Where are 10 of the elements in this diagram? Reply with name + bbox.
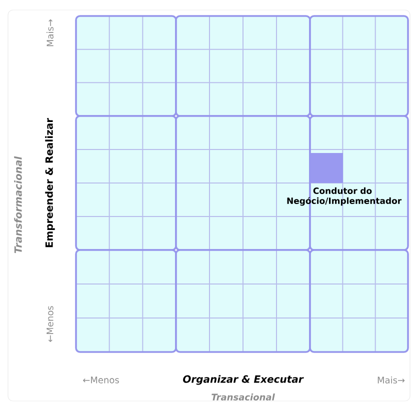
marker-square	[310, 153, 343, 183]
axis-end-label: ←Menos	[83, 376, 119, 384]
axis-end-label: Mais→	[46, 19, 54, 46]
axis-label: Organizar & Executar	[183, 375, 304, 385]
axis-label: Empreender & Realizar	[45, 118, 55, 248]
axis-title: Transformacional	[14, 156, 22, 254]
axis-title: Transacional	[212, 394, 275, 400]
axis-end-label: Mais→	[378, 376, 405, 384]
marker-label: Condutor do Negócio/Implementador	[287, 187, 402, 206]
axis-end-label: ←Menos	[46, 306, 54, 342]
